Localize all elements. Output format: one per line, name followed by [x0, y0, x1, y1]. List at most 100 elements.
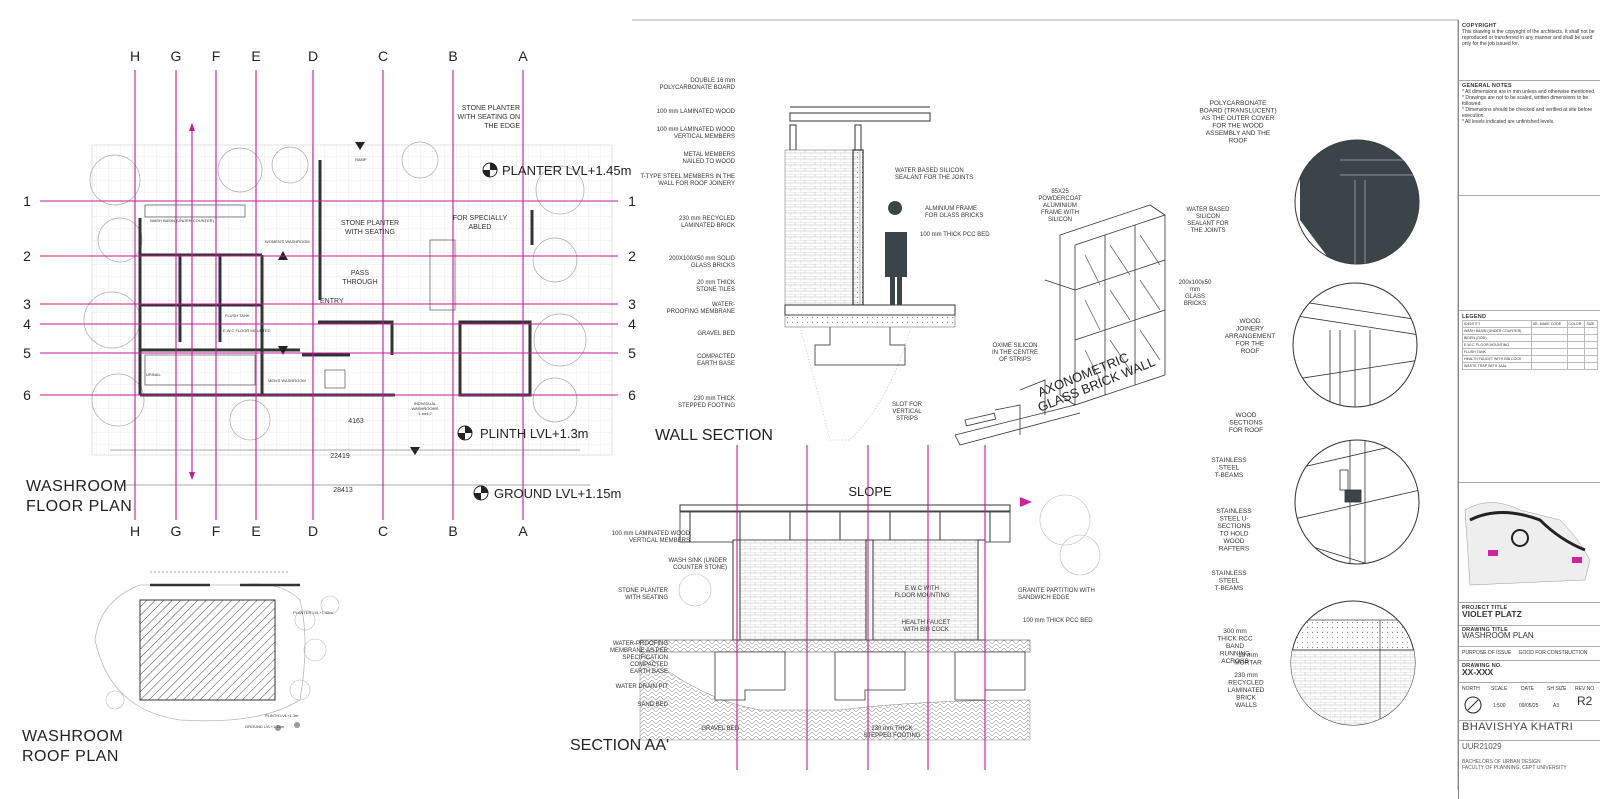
legend-row: BIDEN (GOD)	[1462, 334, 1532, 342]
copyright-text: This drawing is the copyright of the arc…	[1462, 29, 1595, 47]
detail-label: SECTIONS	[1229, 420, 1263, 427]
wall-section-label: GRAVEL BED	[697, 331, 735, 337]
axo-label: OF STRIPS	[999, 357, 1031, 363]
detail-label: STAINLESS	[1211, 457, 1247, 464]
detail-label: 230 mm	[1234, 672, 1257, 679]
grid-label-b: B	[448, 48, 457, 64]
detail-label: T-BEAMS	[1215, 472, 1244, 479]
wall-section-label: 200X100X50 mm SOLID	[669, 256, 736, 262]
svg-text:FOR SPECIALLY: FOR SPECIALLY	[453, 215, 508, 222]
detail-label: FOR ROOF	[1229, 427, 1263, 434]
axo-label: VERTICAL	[892, 409, 922, 415]
wall-section-label: 230 mm THICK	[694, 396, 735, 402]
svg-text:STONE PLANTER: STONE PLANTER	[341, 220, 399, 227]
wall-section-label: PROOFING MEMBRANE	[667, 309, 735, 315]
detail-label: WALLS	[1235, 702, 1257, 709]
ground-level-label: GROUND LVL+1.15m	[494, 486, 621, 501]
wall-section-label: STEPPED FOOTING	[678, 403, 735, 409]
purpose-label: PURPOSE OF ISSUE	[1462, 650, 1512, 656]
detail-label: LAMINATED	[1228, 687, 1265, 694]
section-aa-label: E.W.C WITH	[905, 586, 939, 592]
detail-label: RAFTERS	[1219, 546, 1250, 553]
detail-label: ASSEMBLY AND THE	[1206, 130, 1271, 137]
legend-row: WASH BASIN (UNDER COUNTER)	[1462, 327, 1532, 335]
wall-section-title: WALL SECTION	[655, 427, 773, 444]
key-map	[1464, 502, 1591, 586]
grid-label-6: 6	[23, 387, 31, 403]
section-aa-label: GRAVEL BED	[701, 726, 739, 732]
floor-plan-labels: STONE PLANTER WITH SEATING ON THE EDGE S…	[110, 105, 590, 494]
detail-label: RECYCLED	[1228, 680, 1264, 687]
wall-section-label: METAL MEMBERS	[684, 152, 735, 158]
section-aa-label: FLOOR MOUNTING	[895, 593, 950, 599]
note-2: * Drawings are not to be scaled, written…	[1462, 95, 1589, 107]
svg-text:E.W.C FLOOR MOUNTED: E.W.C FLOOR MOUNTED	[223, 328, 271, 333]
detail-label: MORTAR	[1234, 660, 1262, 667]
svg-text:THROUGH: THROUGH	[342, 279, 377, 286]
wall-section-label: WATER BASED SILICON	[895, 168, 964, 174]
title-block: COPYRIGHT This drawing is the copyright …	[1458, 20, 1600, 799]
svg-text:STONE PLANTER: STONE PLANTER	[462, 105, 520, 112]
section-aa-label: EARTH BASE	[630, 669, 668, 675]
sheet-size-label: SH SIZE	[1547, 686, 1567, 692]
grid-label-b: B	[448, 523, 457, 539]
section-aa-label: SANDWICH EDGE	[1018, 595, 1069, 601]
axo-label: STRIPS	[896, 416, 918, 422]
legend-row: WASTE TRAP WITH JAAL	[1462, 362, 1532, 370]
detail-label: ROOF	[1229, 138, 1248, 145]
detail-label: ACROSS	[1221, 658, 1249, 665]
axonometric-glass-brick-wall	[954, 204, 1166, 446]
detail-label: STEEL	[1219, 578, 1240, 585]
grid-label-6: 6	[628, 387, 636, 403]
detail-label: BAND	[1226, 643, 1244, 650]
detail-label: 300 mm	[1223, 628, 1246, 635]
section-aa-label: WATER-PROOFING	[613, 641, 668, 647]
legend-col: SR. MAKE CODE	[1530, 320, 1568, 328]
legend-heading: LEGEND	[1462, 314, 1487, 320]
detail-label: T-BEAMS	[1215, 585, 1244, 592]
grid-label-h: H	[130, 523, 140, 539]
roof-plan-title-line-2: ROOF PLAN	[22, 748, 119, 765]
axo-label: SEALANT FOR	[1187, 221, 1229, 227]
section-aa-label: COMPACTED	[630, 662, 669, 668]
drawing-no: XX-XXX	[1462, 667, 1494, 677]
grid-label-f: F	[212, 48, 221, 64]
grid-label-c: C	[378, 523, 388, 539]
detail-label: WOOD	[1236, 412, 1257, 419]
grid-label-4: 4	[628, 316, 636, 332]
svg-text:WASHROOMS: WASHROOMS	[412, 406, 439, 411]
rev-value: R2	[1577, 694, 1593, 708]
section-aa-label: VERTICAL MEMBERS	[629, 538, 690, 544]
detail-label: FOR THE	[1236, 341, 1265, 348]
svg-text:WITH SEATING: WITH SEATING	[345, 229, 395, 236]
plinth-level-label: PLINTH LVL+1.3m	[480, 426, 589, 441]
section-aa-label: GRANITE PARTITION WITH	[1018, 588, 1095, 594]
detail-label: WOOD	[1224, 538, 1245, 545]
author-name: BHAVISHYA KHATRI	[1462, 721, 1574, 733]
svg-text:GROUND LVL+1.15m: GROUND LVL+1.15m	[245, 724, 285, 729]
svg-text:INDIVIDUAL: INDIVIDUAL	[414, 401, 437, 406]
wall-section-label: DOUBLE 16 mm	[690, 78, 735, 84]
detail-label: STAINLESS	[1216, 508, 1252, 515]
general-notes-heading: GENERAL NOTES	[1462, 83, 1512, 89]
section-aa-label: STEPPED FOOTING	[863, 733, 920, 739]
detail-label: BRICK	[1236, 695, 1257, 702]
detail-label: ROOF	[1241, 348, 1260, 355]
legend-row: HEALTH FAUCET WITH BIB COCK	[1462, 355, 1532, 363]
wall-section-label: GLASS BRICKS	[691, 263, 735, 269]
axo-label: SILICON	[1196, 214, 1220, 220]
legend-row: E.W.C. FLOOR MOUNTING	[1462, 341, 1532, 349]
grid-label-3: 3	[628, 296, 636, 312]
legend-col: SIZE	[1584, 320, 1598, 328]
wall-section-label: 100 mm THICK PCC BED	[920, 232, 990, 238]
axo-label: WATER BASED	[1186, 207, 1230, 213]
author-id: UUR21029	[1462, 742, 1502, 751]
detail-label: AS THE OUTER COVER	[1202, 115, 1275, 122]
grid-label-h: H	[130, 48, 140, 64]
project-title: VIOLET PLATZ	[1462, 609, 1522, 619]
roof-plan-title-line-1: WASHROOM	[22, 728, 123, 745]
